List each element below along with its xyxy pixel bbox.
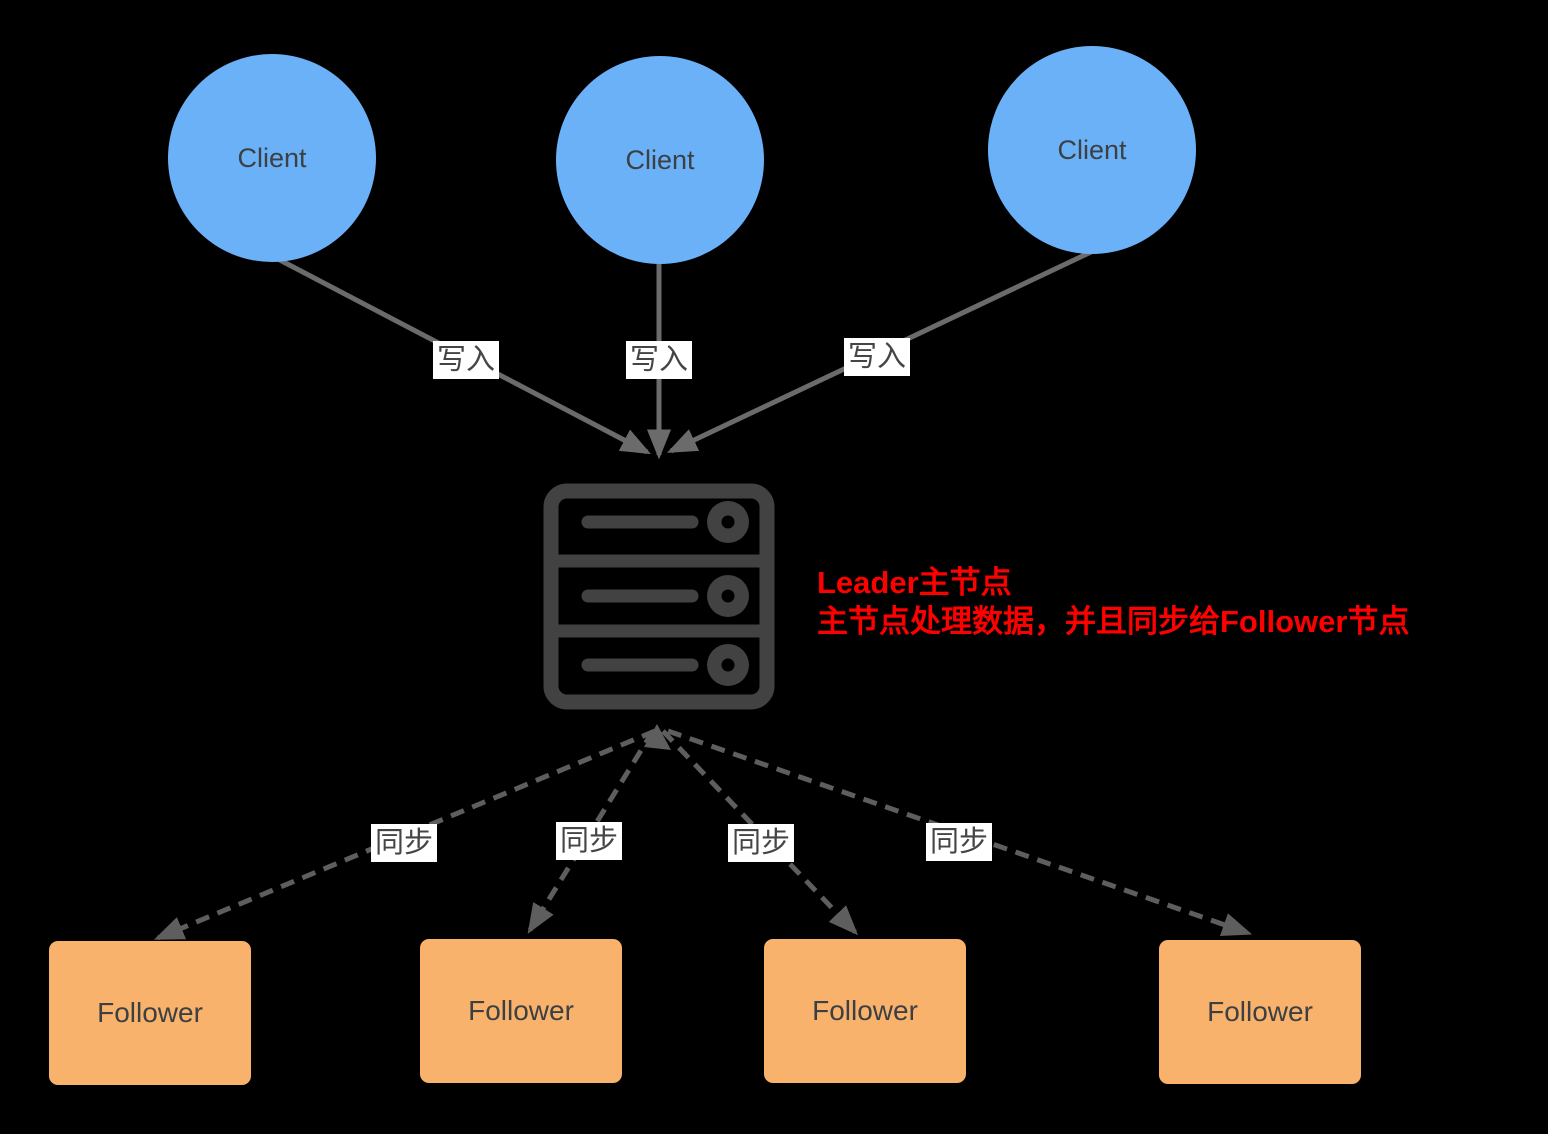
client-node-2-label: Client	[625, 144, 695, 175]
follower-node-1: Follower	[49, 941, 251, 1085]
sync-edge-label-4: 同步	[925, 823, 993, 861]
client-node-3: Client	[988, 46, 1196, 254]
leader-note: Leader主节点 主节点处理数据，并且同步给Follower节点	[817, 563, 1409, 641]
client-node-1-label: Client	[237, 142, 307, 173]
write-edge-label-3: 写入	[843, 338, 911, 376]
sync-return-arrowhead	[644, 724, 671, 750]
sync-edge-label-1: 同步	[370, 824, 438, 862]
write-edge-label-1: 写入	[432, 341, 500, 379]
sync-arrow-1	[153, 728, 656, 941]
sync-arrows	[153, 724, 1253, 941]
sync-edge-label-3: 同步	[727, 824, 795, 862]
server-icon	[543, 483, 775, 710]
sync-edge-label-2: 同步	[555, 822, 623, 860]
client-node-1: Client	[168, 54, 376, 262]
follower-node-4-label: Follower	[1207, 996, 1313, 1027]
leader-note-line2: 主节点处理数据，并且同步给Follower节点	[817, 604, 1410, 639]
client-node-3-label: Client	[1057, 134, 1127, 165]
follower-node-4: Follower	[1159, 940, 1361, 1084]
leader-note-line1: Leader主节点	[817, 565, 1012, 600]
follower-node-1-label: Follower	[97, 997, 203, 1028]
write-edge-label-2: 写入	[625, 341, 693, 379]
client-node-2: Client	[556, 56, 764, 264]
follower-node-2-label: Follower	[468, 995, 574, 1026]
follower-node-3: Follower	[764, 939, 966, 1083]
follower-node-2: Follower	[420, 939, 622, 1083]
follower-node-3-label: Follower	[812, 995, 918, 1026]
